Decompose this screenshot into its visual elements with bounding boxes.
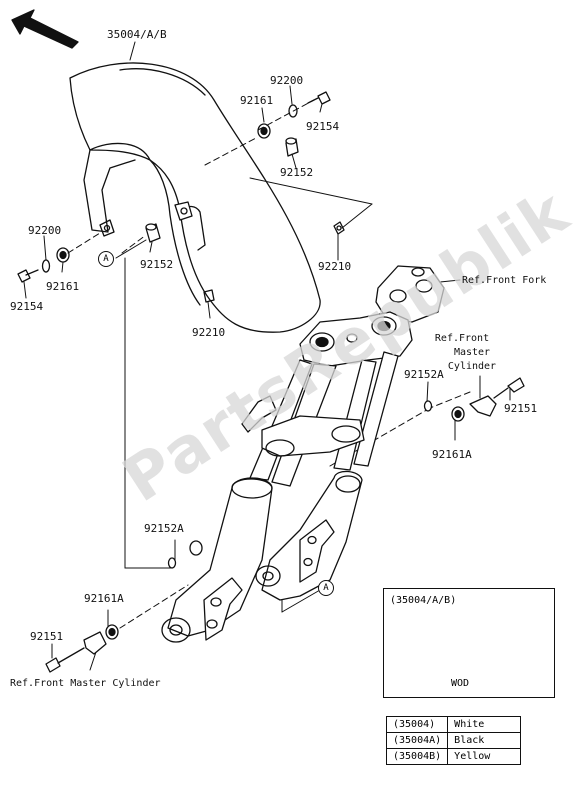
ref-front-fork: Ref.Front Fork — [462, 275, 547, 286]
ref-master-cylinder-right-2: Master — [453, 347, 491, 358]
color-table: (35004) White (35004A) Black (35004B) Ye… — [385, 716, 522, 765]
label-clip-right: 92210 — [318, 260, 352, 273]
marker-a-lower: A — [318, 580, 334, 596]
left-hardware — [17, 223, 161, 283]
label-bolt-right: 92151 — [504, 402, 538, 415]
label-damper-top: 92161 — [240, 94, 274, 107]
front-fender — [69, 62, 321, 333]
front-arrow-icon — [11, 9, 79, 49]
table-row: (35004A) Black — [385, 732, 522, 749]
color-code: (35004B) — [385, 748, 449, 765]
front-fork — [161, 265, 445, 643]
inset-box: (35004/A/B) WOD — [383, 588, 555, 698]
ref-master-cylinder-right-3: Cylinder — [447, 361, 497, 372]
label-clip-bottom: 92210 — [192, 326, 226, 339]
color-name: Black — [447, 732, 522, 749]
label-collar-right-a: 92152A — [404, 368, 444, 381]
inset-title: (35004/A/B) — [390, 595, 457, 606]
color-name: White — [447, 716, 522, 733]
color-code: (35004A) — [385, 732, 449, 749]
ref-master-cylinder-right-1: Ref.Front — [434, 333, 490, 344]
label-bolt-left: 92154 — [10, 300, 44, 313]
label-fender: 35004/A/B — [107, 28, 167, 41]
table-row: (35004B) Yellow — [385, 748, 522, 765]
top-hardware — [257, 91, 345, 235]
label-damper-left: 92161 — [46, 280, 80, 293]
label-collar-top: 92152 — [280, 166, 314, 179]
table-row: (35004) White — [385, 716, 522, 733]
label-bolt-left-lower: 92151 — [30, 630, 64, 643]
color-code: (35004) — [385, 716, 449, 733]
color-name: Yellow — [447, 748, 522, 765]
right-caliper-hardware — [423, 377, 525, 422]
label-damper-right-a: 92161A — [432, 448, 472, 461]
ref-master-cylinder-bottom: Ref.Front Master Cylinder — [10, 678, 161, 689]
label-collar-left-a: 92152A — [144, 522, 184, 535]
marker-a-upper: A — [98, 251, 114, 267]
label-damper-left-a: 92161A — [84, 592, 124, 605]
left-caliper-hardware — [45, 540, 203, 673]
inset-note: WOD — [451, 678, 470, 689]
label-collar-left: 92152 — [140, 258, 174, 271]
label-washer-left: 92200 — [28, 224, 62, 237]
label-washer-top: 92200 — [270, 74, 304, 87]
label-bolt-top: 92154 — [306, 120, 340, 133]
